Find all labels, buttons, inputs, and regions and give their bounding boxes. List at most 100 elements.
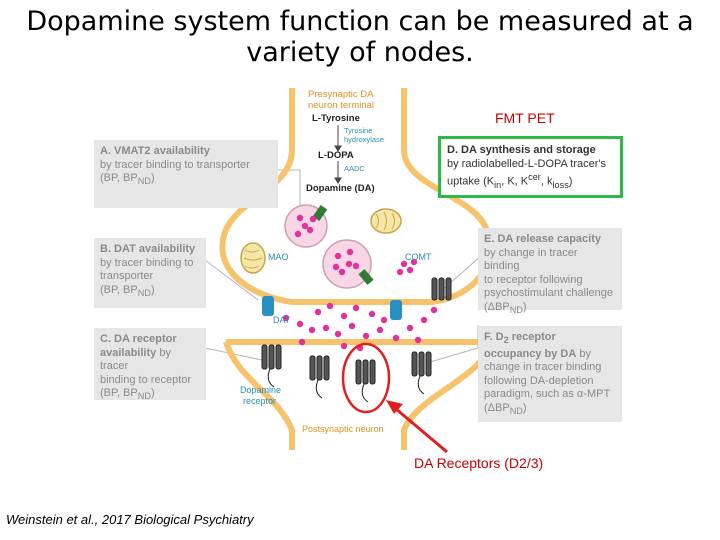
box-d-sub-loss: loss bbox=[552, 179, 569, 190]
dopamine-receptor-4 bbox=[411, 351, 432, 395]
dopamine-molecule bbox=[322, 324, 330, 332]
dat-transporter bbox=[390, 300, 402, 320]
box-a-bp: (BP, BP bbox=[100, 172, 138, 184]
box-a-sub: ND bbox=[137, 176, 151, 187]
receptor-tail bbox=[267, 368, 275, 388]
receptor-helix bbox=[309, 355, 316, 381]
box-e-title: E. DA release capacity bbox=[484, 233, 601, 245]
dopamine-molecule bbox=[392, 334, 400, 342]
box-e-body-1: by change in tracer binding bbox=[484, 246, 578, 273]
box-f-sub: ND bbox=[509, 405, 523, 416]
box-b-sub: ND bbox=[137, 287, 151, 298]
box-f-body-1: by bbox=[576, 347, 591, 360]
autoreceptor-helix bbox=[438, 277, 445, 301]
dopamine-molecule bbox=[368, 310, 376, 318]
box-c-body-2: binding to receptor bbox=[100, 373, 192, 386]
dopamine-molecule bbox=[298, 338, 306, 346]
receptor-helix bbox=[355, 359, 362, 385]
dopamine-molecule bbox=[430, 306, 438, 314]
receptor-callout-arrowhead bbox=[386, 400, 403, 414]
dopamine-molecule bbox=[308, 326, 316, 334]
dopamine-molecule bbox=[346, 248, 354, 256]
box-c-body-3: (BP, BPND) bbox=[100, 387, 200, 404]
box-f-bp: (ΔBP bbox=[484, 401, 510, 414]
box-a-body-1: by tracer binding to transporter bbox=[100, 158, 250, 171]
dopamine-molecule bbox=[406, 324, 414, 332]
box-d-end: ) bbox=[568, 175, 573, 188]
receptor-helix bbox=[362, 359, 369, 385]
box-f-title-1: F. D bbox=[484, 331, 504, 343]
receptor-tail bbox=[315, 379, 323, 399]
box-c-title-2: availability bbox=[100, 346, 157, 359]
box-b-body-3: (BP, BPND) bbox=[100, 284, 200, 301]
da-receptors-annotation: DA Receptors (D2/3) bbox=[414, 455, 544, 471]
dopamine-receptor-label-1: Dopamine bbox=[240, 385, 281, 395]
box-c-body-1: by tracer bbox=[100, 346, 171, 373]
tyrosine-hydroxylase-label-1: Tyrosine bbox=[344, 126, 372, 135]
box-f-title-3: occupancy by DA bbox=[484, 347, 577, 360]
dopamine-molecule bbox=[400, 260, 408, 268]
dopamine-molecule bbox=[306, 226, 314, 234]
l-tyrosine-label: L-Tyrosine bbox=[312, 113, 360, 124]
box-e-body-4: (ΔBPND) bbox=[484, 301, 616, 318]
receptor-helix bbox=[316, 355, 323, 381]
box-c-sub: ND bbox=[137, 391, 151, 402]
box-e-body-3: psychostimulant challenge bbox=[484, 287, 614, 299]
receptor-helix bbox=[425, 351, 432, 377]
autoreceptor-helix bbox=[445, 277, 452, 301]
dopamine-molecule bbox=[334, 252, 342, 260]
box-b-dat: B. DAT availability by tracer binding to… bbox=[94, 238, 206, 308]
dopamine-molecule bbox=[340, 342, 348, 350]
dat-transporters bbox=[262, 296, 402, 320]
box-b-end: ) bbox=[150, 283, 155, 296]
box-b-title: B. DAT availability bbox=[100, 243, 196, 255]
box-c-bp: (BP, BP bbox=[100, 387, 138, 399]
dopamine-label: Dopamine (DA) bbox=[306, 183, 375, 194]
box-f-body-3: following DA-depletion bbox=[484, 374, 594, 387]
box-f-title-2: receptor bbox=[508, 331, 556, 343]
box-b-bp: (BP, BP bbox=[100, 283, 138, 296]
mitochondrion-cristae bbox=[375, 211, 395, 231]
box-d-mid-2: , k bbox=[540, 175, 553, 188]
dopamine-molecule bbox=[420, 316, 428, 324]
dopamine-molecule bbox=[296, 214, 304, 222]
dopamine-molecule bbox=[340, 312, 348, 320]
box-f-body-2: change in tracer binding bbox=[484, 361, 602, 374]
dopamine-molecule bbox=[348, 322, 356, 330]
arrowhead-ldopa bbox=[334, 145, 342, 152]
tyrosine-hydroxylase-label-2: hydroxylase bbox=[344, 135, 384, 144]
dat-transporter bbox=[262, 296, 274, 316]
dopamine-molecules bbox=[282, 214, 438, 352]
box-a-title: A. VMAT2 availability bbox=[100, 145, 210, 157]
dopamine-receptor-label-2: receptor bbox=[243, 396, 276, 406]
dopamine-molecule bbox=[380, 316, 388, 324]
postsynaptic-label: Postsynaptic neuron bbox=[302, 424, 384, 434]
box-e-da-release: E. DA release capacity by change in trac… bbox=[478, 228, 622, 315]
dopamine-molecule bbox=[352, 304, 360, 312]
autoreceptor-helix bbox=[431, 277, 438, 301]
title-line-2: variety of nodes. bbox=[246, 37, 474, 68]
dopamine-molecule bbox=[294, 230, 302, 238]
dopamine-molecule bbox=[410, 258, 418, 266]
box-f-body-4: paradigm, such as α-MPT bbox=[484, 388, 611, 401]
box-d-title: D. DA synthesis and storage bbox=[447, 144, 596, 156]
box-d-body-2: uptake (Kin, K, Kcer, kloss) bbox=[447, 171, 614, 192]
dopamine-molecule bbox=[406, 266, 414, 274]
dopamine-molecule bbox=[296, 320, 304, 328]
receptor-tail bbox=[361, 383, 369, 403]
receptor-helix bbox=[275, 344, 282, 370]
dopamine-molecule bbox=[314, 308, 322, 316]
presynaptic-label-1: Presynaptic DA bbox=[308, 89, 374, 100]
box-a-vmat2: A. VMAT2 availability by tracer binding … bbox=[94, 140, 278, 208]
slide-title: Dopamine system function can be measured… bbox=[0, 6, 720, 68]
dopamine-molecule bbox=[414, 336, 422, 344]
receptor-callout-arrow-line bbox=[395, 407, 448, 454]
box-e-sub: ND bbox=[509, 304, 523, 315]
citation: Weinstein et al., 2017 Biological Psychi… bbox=[6, 512, 254, 527]
box-d-sub-in: in bbox=[494, 179, 502, 190]
receptor-helix bbox=[411, 351, 418, 377]
dopamine-receptor-2 bbox=[309, 355, 330, 399]
box-d-mid-1: , K, K bbox=[501, 175, 529, 188]
mao-label: MAO bbox=[268, 252, 289, 262]
